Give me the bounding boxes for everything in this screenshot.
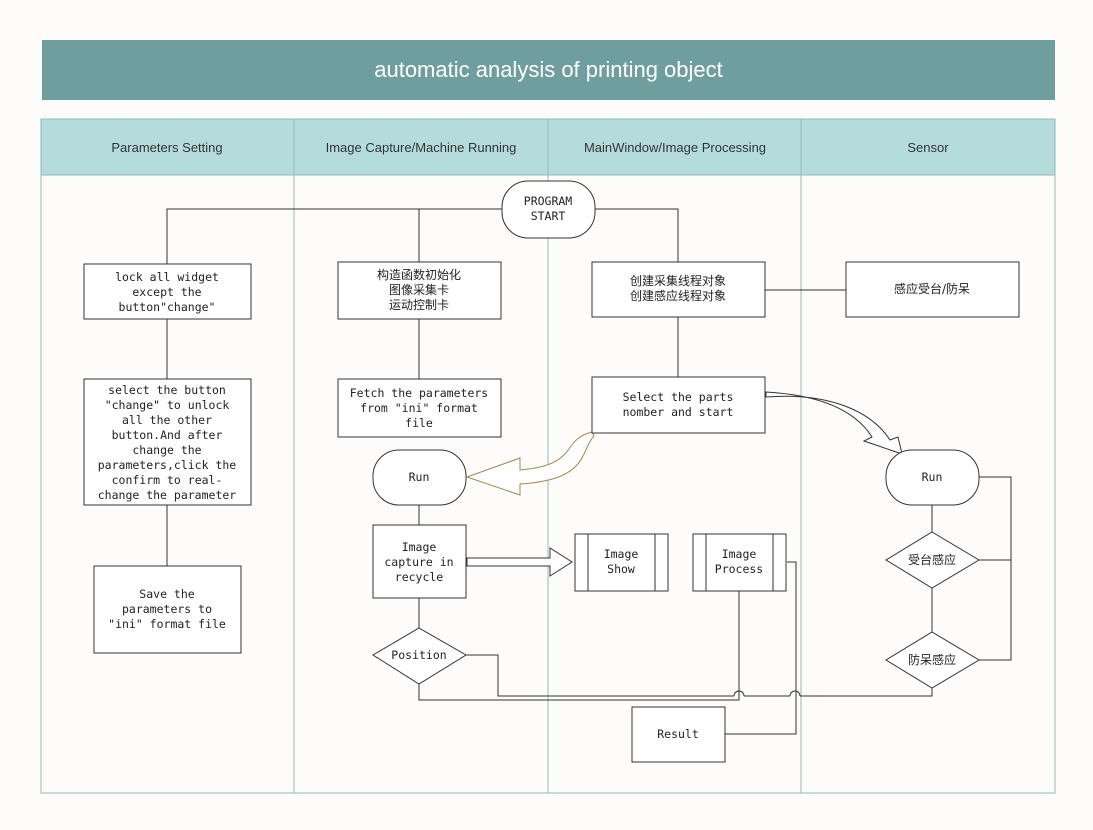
connectors <box>166 208 1012 735</box>
position-decision: Position <box>372 627 467 685</box>
svg-text:Run: Run <box>922 470 943 484</box>
fangdai-decision: 防呆感应 <box>885 631 980 689</box>
diagram-title: automatic analysis of printing object <box>42 40 1055 100</box>
result-box: Result <box>631 706 726 763</box>
connector-start-right <box>595 208 679 262</box>
program-start-line-1: PROGRAM <box>524 194 573 208</box>
connector-position-bottom <box>418 591 740 701</box>
lane-header-sensor: Sensor <box>907 140 949 155</box>
svg-text:Position: Position <box>391 648 446 662</box>
connector-process-result <box>725 561 797 735</box>
init-cards-box: 构造函数初始化图像采集卡运动控制卡 <box>337 261 502 320</box>
svg-text:创建采集线程对象创建感应线程对象: 创建采集线程对象创建感应线程对象 <box>630 273 726 303</box>
hollow-arrow-to-run <box>465 431 595 496</box>
svg-text:构造函数初始化图像采集卡运动控制卡: 构造函数初始化图像采集卡运动控制卡 <box>377 267 461 312</box>
svg-text:防呆感应: 防呆感应 <box>908 652 956 667</box>
lane-header-mainwindow: MainWindow/Image Processing <box>584 140 766 155</box>
svg-text:Result: Result <box>657 727 699 741</box>
lane-header-parameters: Parameters Setting <box>111 140 222 155</box>
connector-run-loop <box>979 476 1012 661</box>
connector-position-right <box>466 654 734 697</box>
program-start-line-2: START <box>531 209 566 223</box>
shoutai-decision: 受台感应 <box>885 531 980 589</box>
connector-position-hop-2 <box>789 690 801 697</box>
create-threads-box: 创建采集线程对象创建感应线程对象 <box>591 261 766 318</box>
lane-header-image-capture: Image Capture/Machine Running <box>326 140 517 155</box>
connector-start-left <box>166 208 502 264</box>
svg-text:Run: Run <box>409 470 430 484</box>
run-capture-node: Run <box>372 449 467 506</box>
connector-position-sensor <box>800 688 933 697</box>
svg-text:受台感应: 受台感应 <box>908 552 956 567</box>
run-sensor-node: Run <box>885 449 980 506</box>
hollow-arrow-to-image-show <box>466 547 573 577</box>
hollow-arrow-to-sensor-run <box>765 391 903 455</box>
sensor-box: 感应受台/防呆 <box>845 261 1020 318</box>
svg-text:感应受台/防呆: 感应受台/防呆 <box>894 281 970 296</box>
